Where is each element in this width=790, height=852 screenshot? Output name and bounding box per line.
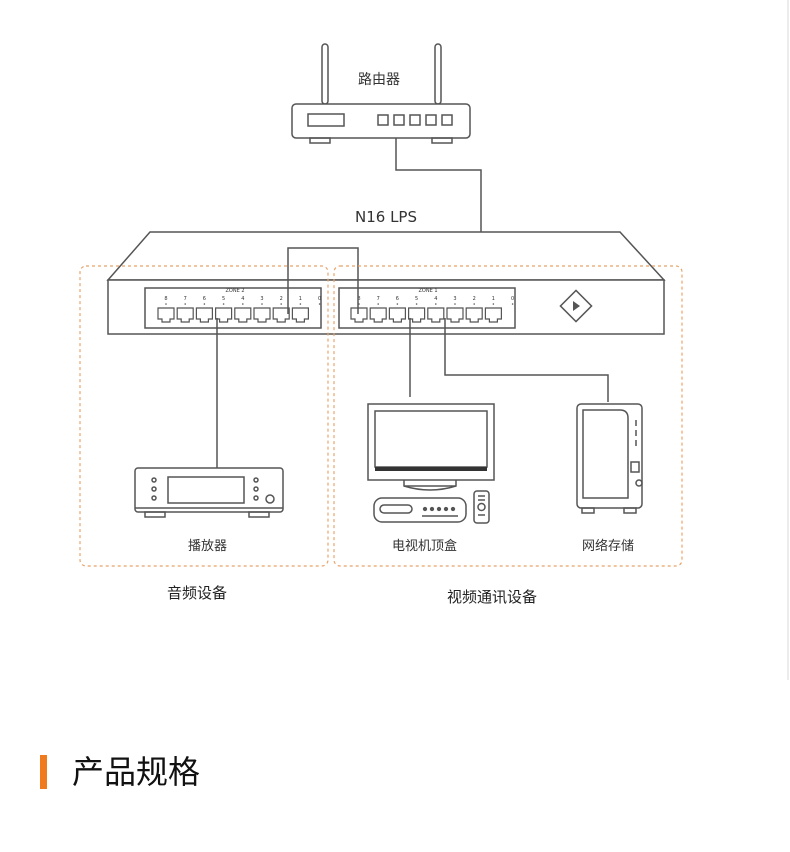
- zone2-port-number: 0: [318, 296, 321, 302]
- zone1-port-led: [377, 303, 380, 305]
- zone1-ports: 8 7 6 5 4 3 2 1 0: [350, 296, 514, 323]
- zone2-port-led: [280, 303, 283, 305]
- zone2-port: [291, 307, 309, 323]
- zone1-port: [446, 307, 464, 323]
- zone2-port-number: 7: [184, 296, 187, 302]
- zone1-port-led: [435, 303, 437, 305]
- zone1-port-led: [396, 303, 399, 305]
- zone1-port: [484, 307, 502, 323]
- zone1-port-led: [492, 303, 495, 305]
- player-icon: [134, 467, 284, 518]
- cable-zone-jumper: [287, 247, 359, 314]
- zone1-port-led: [454, 303, 456, 305]
- zone2-port-number: 8: [164, 296, 167, 302]
- zone1-port-number: 8: [357, 296, 360, 302]
- zone1-port-led: [511, 303, 514, 305]
- zone1-port-number: 4: [434, 296, 437, 302]
- zone2-port-led: [222, 303, 225, 305]
- zone1-port-led: [473, 303, 476, 305]
- nas-icon: [576, 403, 643, 514]
- audio-group-label: 音频设备: [167, 584, 228, 602]
- zone2-ports: 8 7 6 5 4 3 2 1 0: [157, 296, 321, 323]
- zone1-port: [350, 307, 368, 323]
- zone2-port-led: [299, 303, 302, 305]
- audio-group-box: [79, 265, 329, 567]
- zone2-port: [176, 307, 194, 323]
- network-diagram: 8 7 6 5 4 3 2 1 0 8 7 6 5 4 3 2 1 0 ZONE 2 ZONE 1: [79, 43, 683, 567]
- zone2-port-number: 1: [299, 296, 302, 302]
- zone1-port-number: 0: [511, 296, 514, 302]
- zone1-port-led: [415, 303, 418, 305]
- switch-icon: [106, 231, 666, 335]
- switch-model-label: N16 LPS: [355, 208, 417, 226]
- zone2-port-number: 5: [222, 296, 225, 302]
- zone2-port-number: 4: [241, 296, 244, 302]
- zone1-port-number: 6: [396, 296, 399, 302]
- zone1-port: [369, 307, 387, 323]
- zone2-port: [272, 307, 290, 323]
- zone1-label: ZONE 1: [418, 288, 437, 294]
- zone2-port: [253, 307, 271, 323]
- tv-box-label: 电视机顶盒: [392, 539, 458, 554]
- zone2-port-number: 6: [203, 296, 206, 302]
- section-accent-bar: [40, 755, 47, 789]
- zone2-port-number: 2: [280, 296, 283, 302]
- zone2-port: [195, 307, 213, 323]
- zone1-port-number: 2: [473, 296, 476, 302]
- zone1-port: [465, 307, 483, 323]
- set-top-box-icon: [373, 497, 467, 523]
- zone2-label: ZONE 2: [225, 288, 244, 294]
- section-title: 产品规格: [72, 753, 201, 791]
- zone1-port: [427, 307, 445, 323]
- page-edge-line: [787, 0, 789, 680]
- zone2-port-number: 3: [260, 296, 263, 302]
- zone2-port-led: [203, 303, 206, 305]
- zone2-port-led: [184, 303, 186, 305]
- zone1-port-number: 3: [453, 296, 456, 302]
- cable-nas: [444, 318, 609, 402]
- zone1-port: [388, 307, 406, 323]
- zone2-port: [157, 307, 175, 323]
- router-label: 路由器: [358, 72, 400, 88]
- zone2-port-led: [318, 303, 321, 305]
- zone1-port-number: 7: [377, 296, 380, 302]
- player-label: 播放器: [188, 539, 228, 554]
- tv-icon: [367, 403, 495, 491]
- nas-label: 网络存储: [582, 539, 635, 554]
- zone1-port-number: 5: [415, 296, 418, 302]
- switch-logo-icon: [559, 289, 593, 323]
- video-group-label: 视频通讯设备: [447, 588, 538, 606]
- remote-control-icon: [473, 490, 490, 524]
- zone2-port: [234, 307, 252, 323]
- zone1-port-number: 1: [492, 296, 495, 302]
- router-icon: [291, 43, 471, 144]
- zone2-port-led: [242, 303, 244, 305]
- zone2-port-led: [165, 303, 167, 305]
- zone2-port-led: [261, 303, 263, 305]
- video-group-box: [333, 265, 683, 567]
